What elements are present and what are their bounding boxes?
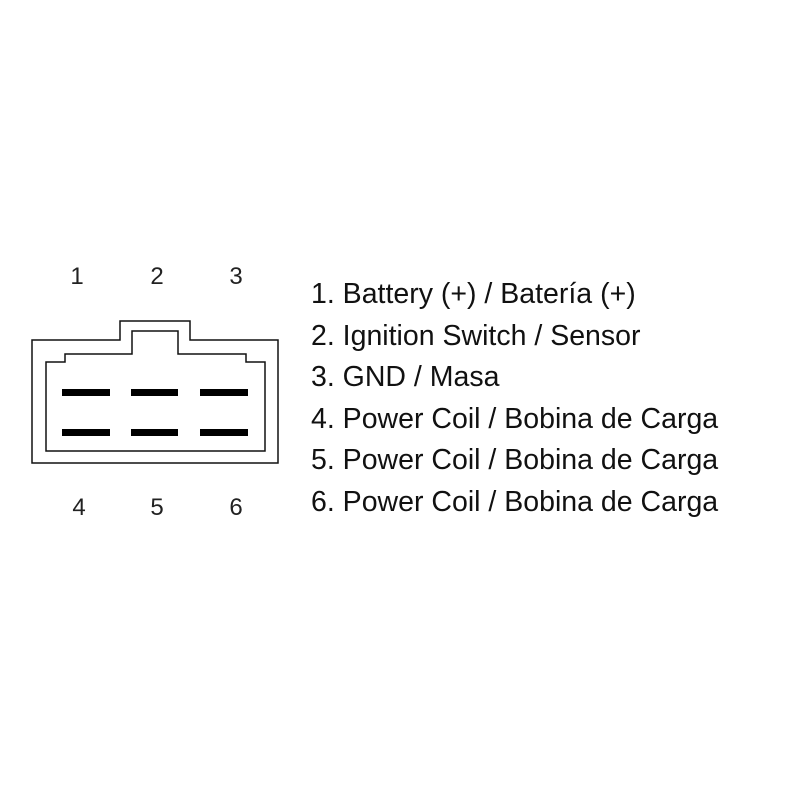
pin-number-1: 1 (70, 263, 84, 290)
terminal-3 (200, 389, 248, 396)
connector-outer-housing (31, 320, 279, 464)
pin-number-4: 4 (72, 494, 86, 521)
legend-item-6: 6. Power Coil / Bobina de Carga (311, 485, 719, 518)
pin-number-2: 2 (150, 263, 164, 290)
legend-item-2: 2. Ignition Switch / Sensor (311, 319, 641, 352)
legend-item-4: 4. Power Coil / Bobina de Carga (311, 402, 719, 435)
pin-number-5: 5 (150, 494, 164, 521)
legend-item-1: 1. Battery (+) / Batería (+) (311, 278, 636, 310)
pin-legend: 1. Battery (+) / Batería (+) 2. Ignition… (311, 274, 718, 523)
legend-item-5: 5. Power Coil / Bobina de Carga (311, 444, 719, 476)
terminal-6 (200, 429, 248, 436)
pin-number-6: 6 (229, 494, 243, 521)
connector-inner-housing (45, 330, 266, 452)
terminal-5 (131, 429, 178, 436)
terminal-2 (131, 389, 178, 396)
pin-number-3: 3 (229, 263, 243, 290)
terminal-1 (62, 389, 110, 396)
legend-item-3: 3. GND / Masa (311, 361, 500, 393)
terminal-4 (62, 429, 110, 436)
